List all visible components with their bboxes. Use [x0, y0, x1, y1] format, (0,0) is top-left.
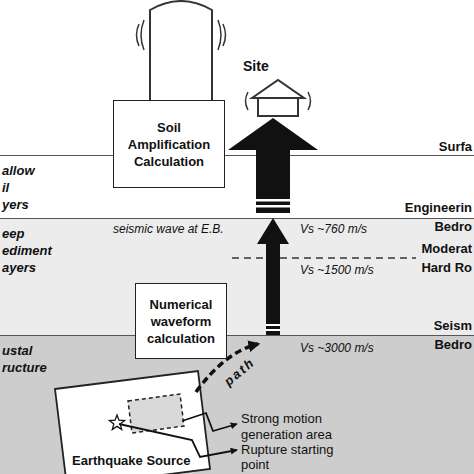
calculation-box: Numerical waveform calculation	[135, 283, 227, 359]
velocity-label: Vs ~760 m/s	[300, 221, 367, 237]
wave-propagation-arrow	[266, 244, 280, 335]
boundary-label: Bedro	[434, 337, 472, 353]
callout-text: Strong motion generation area	[241, 411, 353, 443]
amplification-arrow	[228, 118, 318, 213]
node-text: Soil Amplification Calculation	[128, 119, 210, 170]
arrow-stripe	[256, 199, 290, 202]
boundary-label: Bedro	[434, 219, 472, 235]
node-text: ustal ructure	[2, 342, 47, 376]
crust-layer-band: Earthquake Source ustal ructure	[0, 335, 474, 474]
node-text: Earthquake Source	[72, 453, 191, 468]
connector-group	[273, 244, 274, 335]
boundary-label: Hard Ro	[421, 260, 472, 276]
propagation-path	[196, 344, 258, 392]
vibration-mark	[141, 20, 144, 50]
leader-line	[182, 413, 237, 431]
arrow-stripe	[266, 329, 280, 331]
node-text: allow il yers	[2, 162, 35, 213]
arrow-stripe	[266, 324, 280, 326]
dashed-boundary	[232, 257, 416, 259]
velocity-label: Vs ~3000 m/s	[300, 340, 374, 356]
soil-layer-band: allow il yers	[0, 155, 474, 218]
house-body	[258, 98, 298, 116]
vibration-mark	[223, 24, 226, 46]
wave-label: seismic wave at E.B.	[113, 221, 224, 237]
vibration-mark	[246, 92, 249, 110]
fault-plane	[55, 371, 210, 474]
vibration-mark	[218, 20, 221, 50]
arrow-stripe	[256, 205, 290, 208]
vibration-mark	[137, 24, 140, 46]
site-label: Site	[243, 58, 269, 74]
sediment-layer-band: eep ediment ayers	[0, 218, 474, 335]
leader-line	[119, 424, 237, 457]
boundary-label: Seism	[434, 318, 472, 334]
tall-building	[150, 1, 212, 156]
earthquake-source: Earthquake Source	[50, 371, 205, 474]
hypocenter-star	[109, 415, 124, 430]
boundary-label: Surfa	[439, 139, 472, 155]
house-roof	[252, 80, 304, 98]
path-label: path	[221, 354, 258, 389]
boundary-label: Engineerin	[405, 200, 472, 216]
vibration-mark	[308, 92, 311, 110]
velocity-label: Vs ~1500 m/s	[300, 262, 374, 278]
calculation-box: Soil Amplification Calculation	[113, 100, 225, 188]
boundary-label: Moderat	[421, 241, 472, 257]
asperity-area	[128, 394, 184, 433]
callout-text: Rupture starting point	[241, 442, 353, 472]
node-text: Numerical waveform calculation	[147, 296, 215, 347]
node-text: eep ediment ayers	[2, 225, 52, 276]
